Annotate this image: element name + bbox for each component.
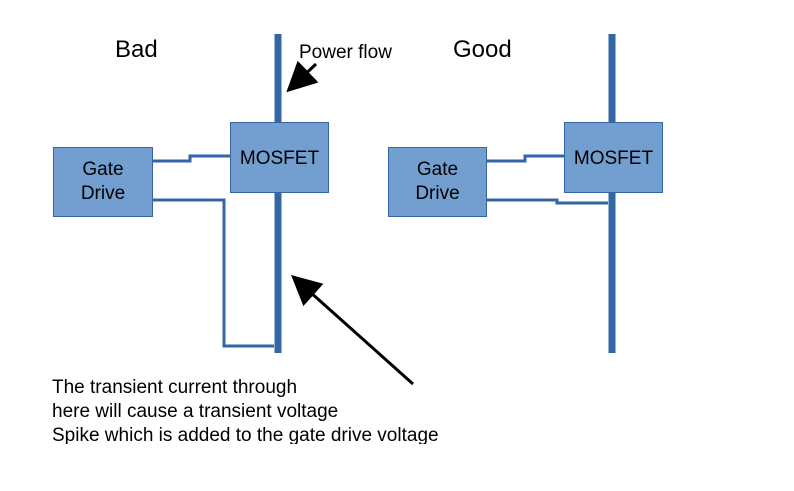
bad-mosfet-box: MOSFET <box>230 122 329 193</box>
good-gate-drive-label: Gate Drive <box>415 159 460 204</box>
bad-panel-title: Bad <box>115 36 158 63</box>
power-flow-arrow <box>286 60 319 93</box>
note-line: The transient current through <box>52 377 298 398</box>
good-gate-wire <box>487 154 567 163</box>
good-mosfet-label: MOSFET <box>573 148 654 169</box>
good-gate-drive-box: Gate Drive <box>388 147 487 217</box>
bad-mosfet-label: MOSFET <box>239 148 320 169</box>
note-line: Spike which is added to the gate drive v… <box>52 425 439 444</box>
bad-source-return-wire <box>153 198 274 348</box>
transient-note: The transient current through here will … <box>52 376 572 444</box>
good-panel-title: Good <box>453 36 512 63</box>
bad-gate-wire <box>153 154 233 163</box>
power-flow-label: Power flow <box>299 42 392 63</box>
good-source-return-wire <box>487 198 608 205</box>
bad-gate-drive-label: Gate Drive <box>80 159 126 204</box>
transient-current-arrow <box>291 275 414 386</box>
bad-gate-drive-box: Gate Drive <box>53 147 153 217</box>
note-line: here will cause a transient voltage <box>52 401 339 422</box>
good-mosfet-box: MOSFET <box>564 122 663 193</box>
